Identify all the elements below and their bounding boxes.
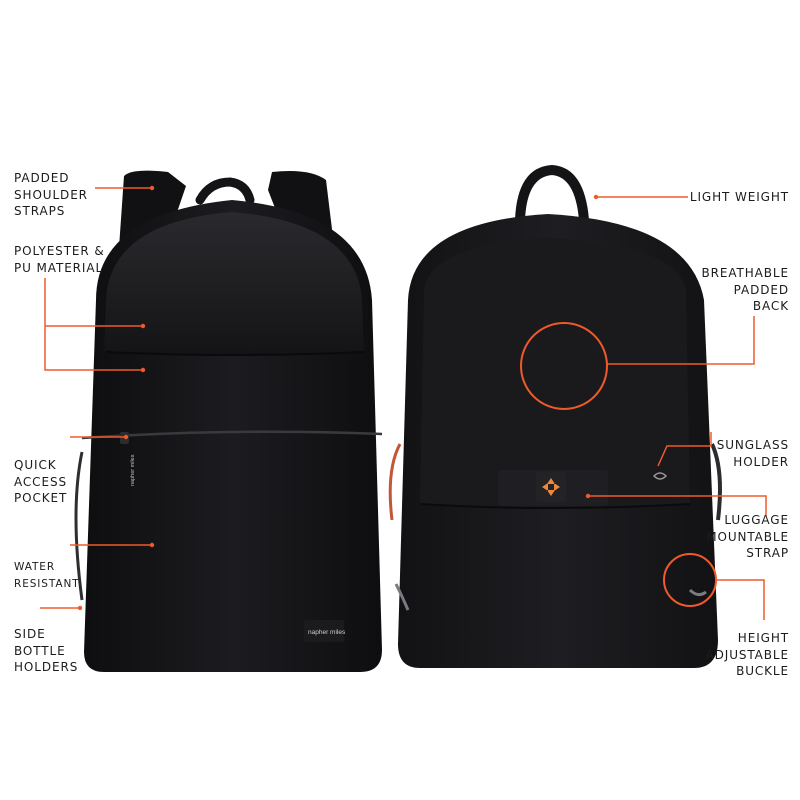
label-quick-access-pocket: QUICK ACCESS POCKET [14, 458, 68, 505]
label-height-adjustable-buckle: HEIGHT ADJUSTABLE BUCKLE [705, 631, 789, 678]
right-shoulder-buckle [688, 588, 707, 597]
callout-line-buckle [715, 579, 765, 620]
front-backpack [74, 170, 383, 672]
label-light-weight: LIGHT WEIGHT [689, 190, 789, 204]
breathable-back-highlight-circle [520, 322, 608, 410]
front-logo-text: napher miles [308, 629, 346, 636]
front-hard-shell-panel [104, 212, 364, 354]
orange-logo-patch [536, 472, 566, 502]
side-logo-text: napher miles [130, 454, 136, 486]
label-polyester-pu-material: POLYESTER & PU MATERIAL [14, 244, 105, 275]
back-top-handle [515, 164, 589, 225]
callout-line-sunglass [657, 432, 712, 467]
arrows-logo-icon [542, 478, 560, 496]
sunglass-holder-icon [652, 472, 668, 480]
label-breathable-padded-back: BREATHABLE PADDED BACK [701, 266, 789, 313]
callout-line-breathable [607, 316, 755, 365]
back-padded-panel [420, 238, 690, 508]
label-luggage-mountable-strap: LUGGAGE MOUNTABLE STRAP [706, 513, 789, 560]
callout-dots [77, 185, 599, 611]
front-top-handle [195, 177, 255, 205]
label-sunglass-holder: SUNGLASS HOLDER [716, 438, 789, 469]
buckle-highlight-circle [663, 553, 717, 607]
left-shoulder-buckle [394, 583, 410, 611]
callout-line-material [44, 278, 143, 371]
callout-line-luggage [588, 495, 767, 516]
callout-lines [40, 187, 767, 620]
label-padded-shoulder-straps: PADDED SHOULDER STRAPS [14, 171, 88, 218]
label-water-resistant: WATER RESISTANT [14, 561, 80, 590]
front-side-bottle-pocket [74, 451, 84, 601]
back-backpack [388, 164, 722, 668]
label-side-bottle-holders: SIDE BOTTLE HOLDERS [14, 627, 79, 674]
